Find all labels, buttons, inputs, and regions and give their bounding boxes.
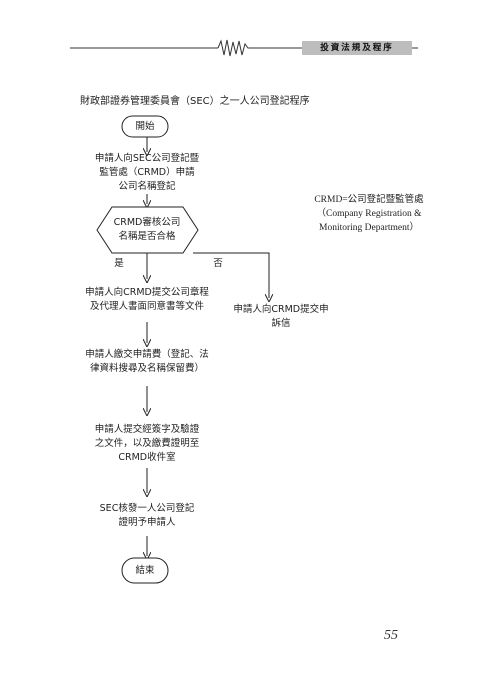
- document-title: 財政部證券管理委員會（SEC）之一人公司登記程序: [80, 96, 310, 107]
- step4-line: 申請人提交經簽字及驗證: [94, 424, 200, 435]
- step3-line: 律資料搜尋及名稱保留費）: [89, 363, 204, 374]
- step4-text: 申請人提交經簽字及驗證 之文件，以及繳費證明至 CRMD收件室: [67, 423, 227, 465]
- yes-label: 是: [114, 258, 124, 269]
- appeal-line: 訴信: [271, 318, 291, 329]
- step5-text: SEC核發一人公司登記 證明予申請人: [67, 502, 227, 530]
- header-section-title: 投資法規及程序: [302, 41, 412, 55]
- step4-line: CRMD收件室: [118, 452, 176, 463]
- header-rule: [70, 39, 418, 57]
- note-line: CRMD=公司登記暨監管處: [314, 195, 424, 205]
- step1-line: 公司名稱登記: [118, 181, 176, 192]
- no-label: 否: [213, 258, 223, 269]
- step2-text: 申請人向CRMD提交公司章程 及代理人書面同意書等文件: [57, 286, 237, 314]
- zigzag-ornament: [217, 39, 255, 57]
- arrow-decision-no: [193, 252, 269, 298]
- note-line: Monitoring Department）: [319, 223, 419, 233]
- step3-line: 申請人繳交申請費（登記、法: [85, 349, 209, 360]
- page-number: 55: [384, 628, 398, 643]
- step3-text: 申請人繳交申請費（登記、法 律資料搜尋及名稱保留費）: [57, 348, 237, 376]
- end-terminal: [121, 557, 169, 584]
- appeal-line: 申請人向CRMD提交申: [233, 304, 329, 315]
- decision-text: CRMD審核公司 名稱是否合格: [102, 216, 192, 244]
- step5-line: 證明予申請人: [118, 517, 176, 528]
- crmd-note: CRMD=公司登記暨監管處 （Company Registration & Mo…: [304, 193, 434, 235]
- step4-line: 之文件，以及繳費證明至: [94, 438, 200, 449]
- step1-text: 申請人向SEC公司登記暨 監管處（CRMD）申請 公司名稱登記: [67, 152, 227, 194]
- end-label: 結束: [135, 565, 155, 576]
- step1-line: 監管處（CRMD）申請: [99, 167, 195, 178]
- step2-line: 及代理人書面同意書等文件: [89, 301, 204, 312]
- start-terminal: [121, 115, 169, 138]
- step1-line: 申請人向SEC公司登記暨: [94, 153, 200, 164]
- decision-line: 名稱是否合格: [118, 231, 176, 242]
- decision-shape: [96, 206, 199, 254]
- decision-line: CRMD審核公司: [113, 217, 181, 228]
- start-label: 開始: [135, 121, 155, 132]
- appeal-text: 申請人向CRMD提交申 訴信: [226, 303, 336, 331]
- step2-line: 申請人向CRMD提交公司章程: [85, 287, 209, 298]
- note-line: （Company Registration &: [316, 209, 422, 219]
- step5-line: SEC核發一人公司登記: [99, 503, 195, 514]
